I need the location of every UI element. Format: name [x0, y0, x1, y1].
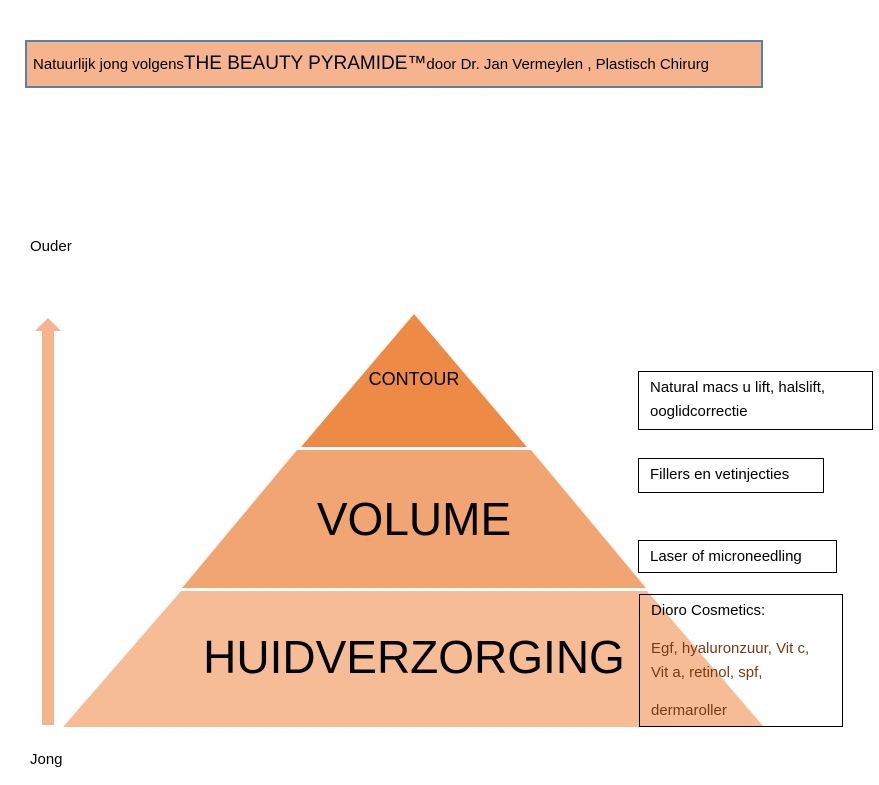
note-2-text: Fillers en vetinjecties — [650, 466, 790, 483]
title-box: Natuurlijk jong volgens THE BEAUTY PYRAM… — [25, 40, 763, 88]
note-skincare-products: Dioro Cosmetics: Egf, hyaluronzuur, Vit … — [639, 594, 843, 727]
tier-label-contour: CONTOUR — [368, 369, 460, 389]
note-4-line-3: dermaroller — [651, 702, 727, 719]
axis-label-older: Ouder — [30, 238, 72, 255]
note-1-line-2: ooglidcorrectie — [650, 403, 748, 420]
note-laser-treatments: Laser of microneedling — [638, 540, 837, 573]
note-1-line-1: Natural macs u lift, halslift, — [650, 379, 826, 396]
note-contour-treatments: Natural macs u lift, halslift, ooglidcor… — [638, 371, 873, 430]
note-volume-treatments: Fillers en vetinjecties — [638, 458, 824, 493]
note-4-heading: Dioro Cosmetics: — [651, 602, 766, 619]
title-highlight: THE BEAUTY PYRAMIDE™ — [183, 53, 427, 74]
title-prefix: Natuurlijk jong volgens — [33, 55, 184, 73]
pyramid-tier-volume — [182, 450, 646, 588]
note-4-line-2: Vit a, retinol, spf, — [651, 664, 763, 681]
pyramid-tier-huidverzorging — [63, 591, 764, 727]
note-4-line-1: Egf, hyaluronzuur, Vit c, — [651, 640, 810, 657]
axis-label-young: Jong — [30, 751, 63, 768]
note-3-text: Laser of microneedling — [650, 548, 802, 565]
age-arrow — [35, 318, 61, 725]
pyramid-tier-contour — [301, 314, 527, 447]
tier-label-volume: VOLUME — [316, 493, 512, 545]
title-suffix: door Dr. Jan Vermeylen , Plastisch Chiru… — [426, 55, 710, 73]
tier-label-huidverzorging: HUIDVERZORGING — [203, 631, 625, 683]
